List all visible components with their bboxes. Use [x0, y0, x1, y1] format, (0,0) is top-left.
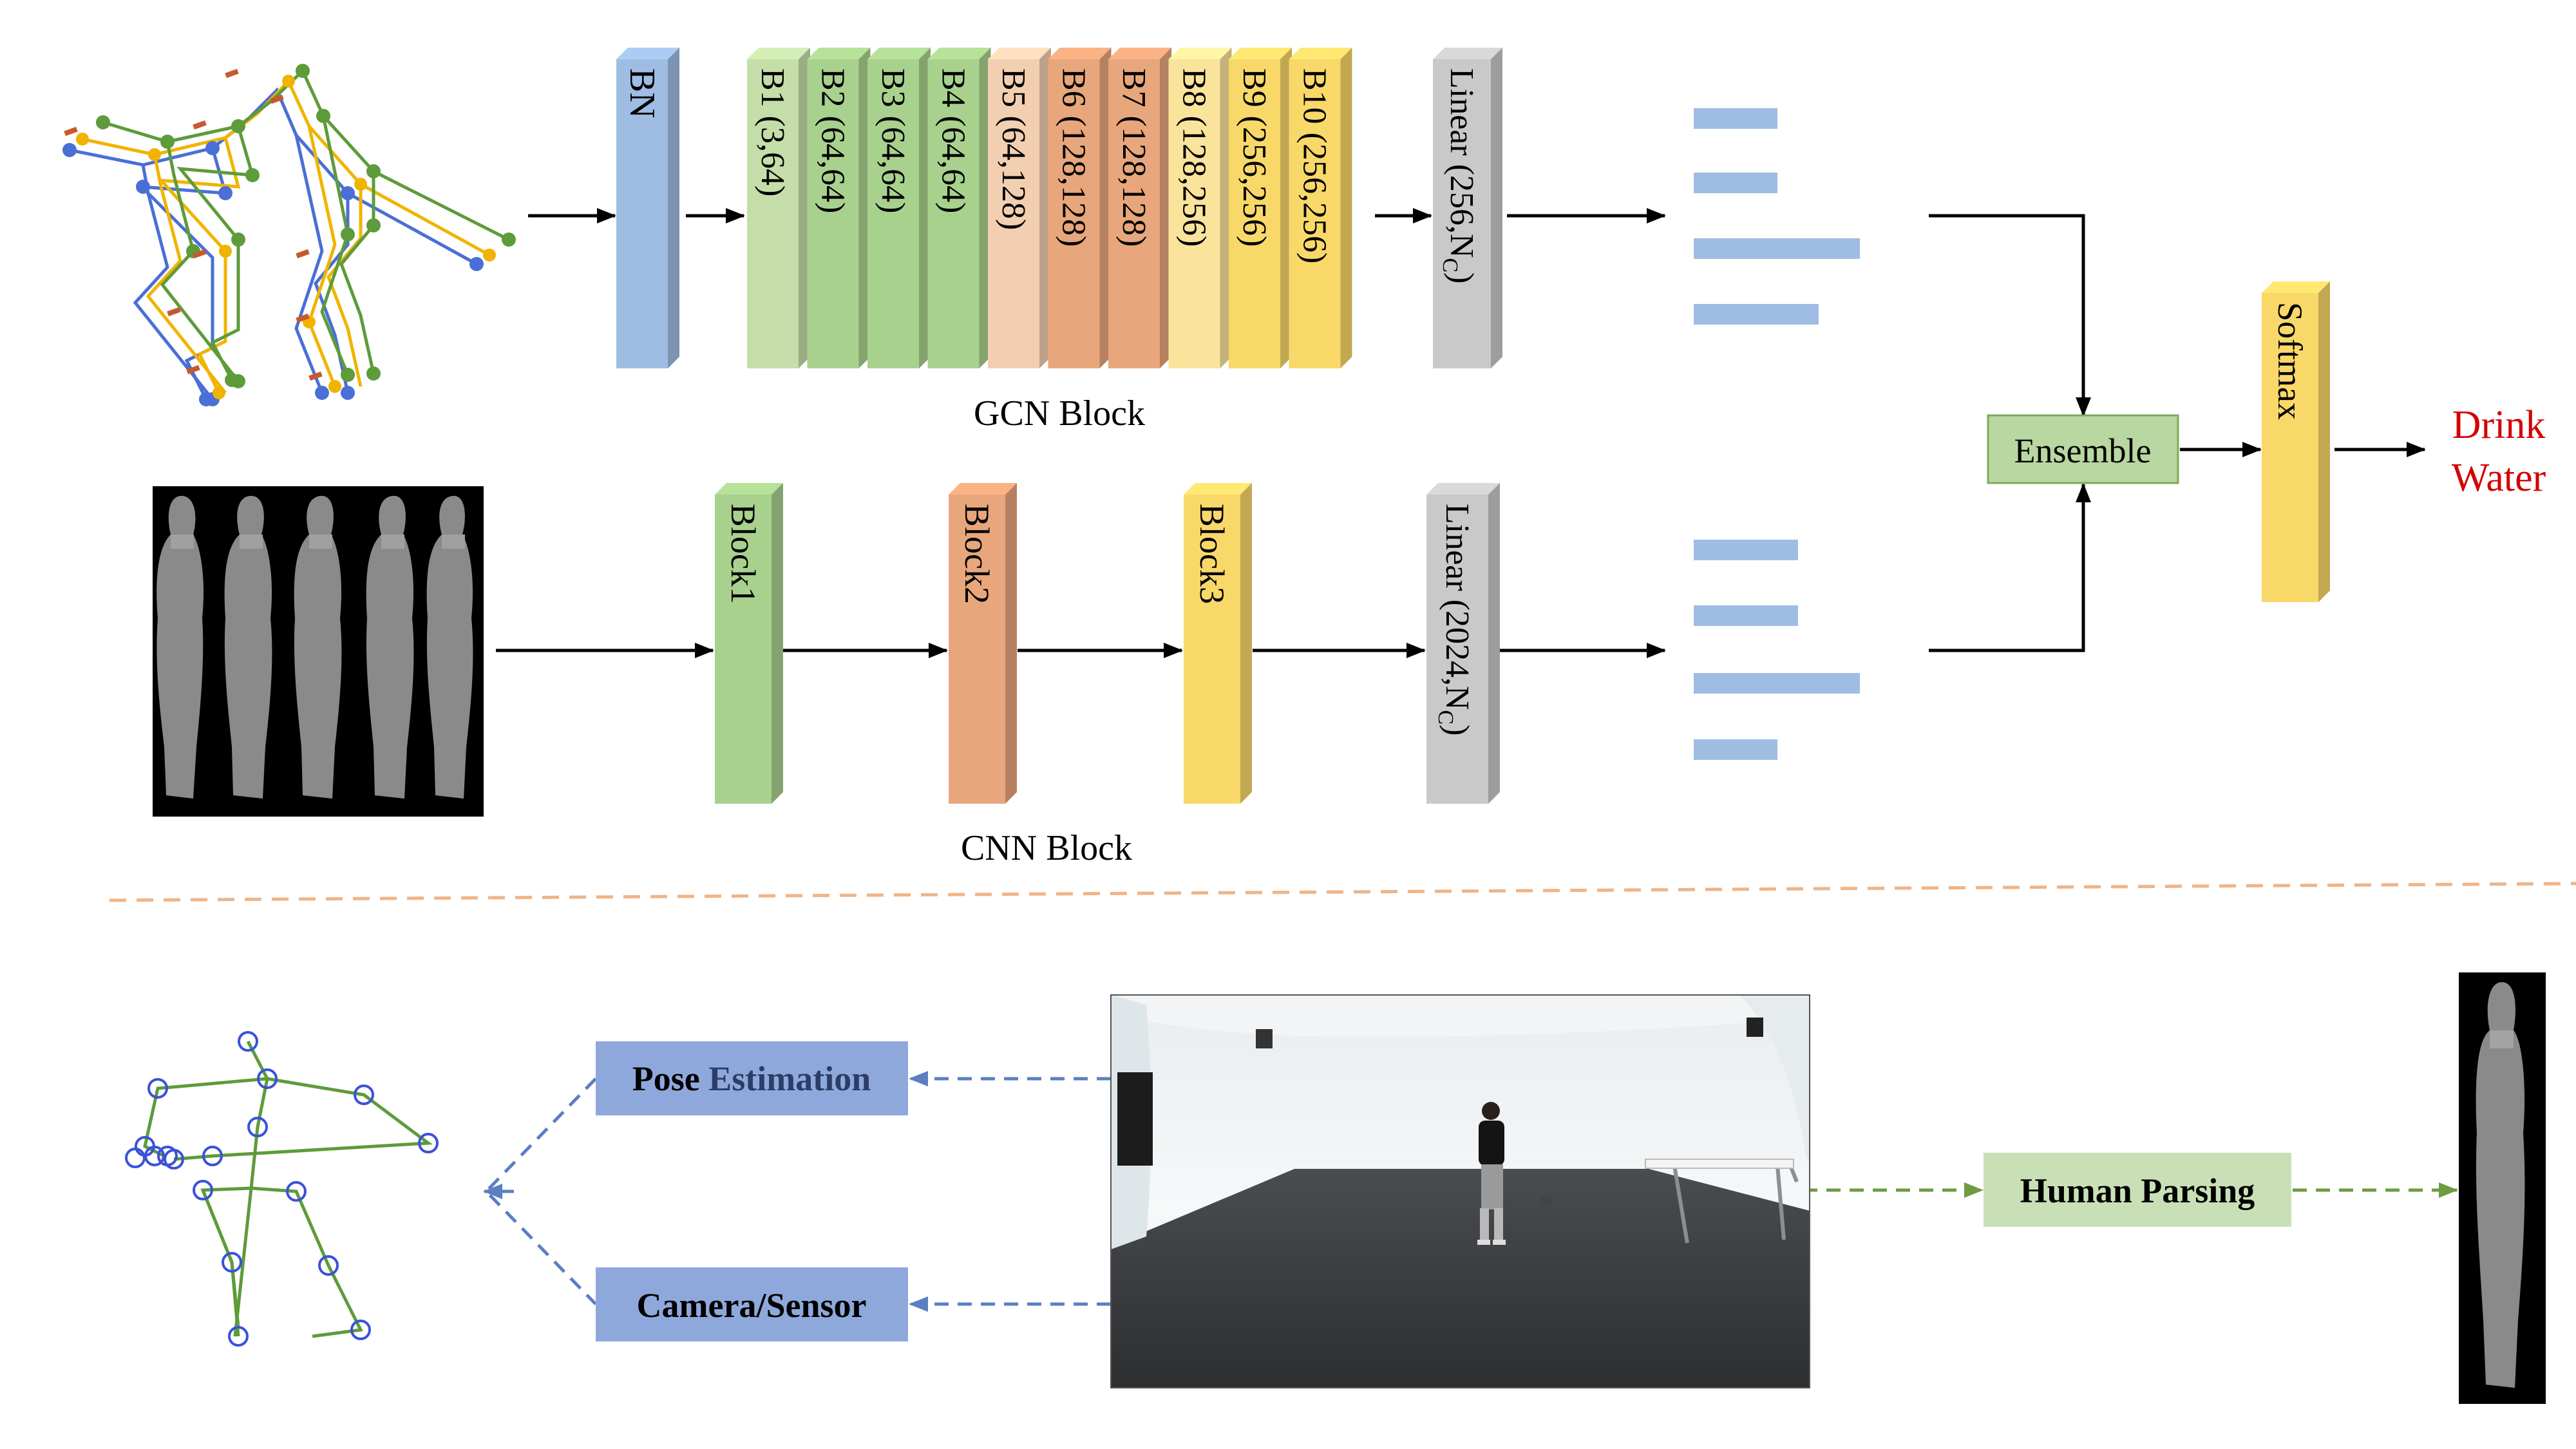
ensemble-box: Ensemble — [1987, 414, 2179, 484]
cnn-block-2: Block2 — [949, 483, 1017, 804]
cnn-block-3: Block3 — [1184, 483, 1252, 804]
cnn-block-1-label: Block1 — [724, 504, 762, 604]
softmax: Softmax — [2262, 281, 2330, 602]
gcn-block-8-label: B8 (128,256) — [1176, 68, 1213, 247]
softmax-label: Softmax — [2271, 302, 2309, 420]
gcn-block-6: B6 (128,128) — [1048, 48, 1112, 368]
pose-estimation-label-bold: Pose — [632, 1059, 708, 1098]
output-label-line2: Water — [2452, 456, 2546, 500]
camera-sensor-label: Camera/Sensor — [637, 1286, 867, 1325]
cnn-feature-vector — [1694, 540, 1860, 760]
gcn-linear-block: Linear (256,NC) — [1433, 48, 1502, 368]
person-figure — [1477, 1102, 1506, 1245]
gcn-block-6-label: B6 (128,128) — [1056, 68, 1092, 247]
pose-estimation-label-rest: Estimation — [708, 1059, 871, 1098]
cnn-block-3-label: Block3 — [1193, 504, 1231, 604]
gcn-block-8: B8 (128,256) — [1168, 48, 1232, 368]
pose-skeleton-illustration — [125, 1031, 439, 1347]
gcn-block-7-label: B7 (128,128) — [1116, 68, 1153, 247]
room-camera-photo — [1110, 994, 1810, 1388]
cnn-block-2-label: Block2 — [958, 504, 996, 604]
human-parsing-output-image — [2459, 972, 2546, 1404]
output-label-line1: Drink — [2452, 403, 2546, 447]
gcn-block-3: B3 (64,64) — [867, 48, 931, 368]
skeleton-sequence-illustration — [62, 64, 516, 406]
gcn-block-1-label: B1 (3,64) — [755, 68, 791, 196]
cnn-caption: CNN Block — [961, 828, 1132, 868]
softmax-block: Softmax — [2262, 281, 2330, 602]
cnn-linear-block-label: Linear (2024,NC) — [1434, 504, 1476, 735]
depth-silhouette-image — [153, 486, 484, 817]
gcn-block-9-label: B9 (256,256) — [1236, 68, 1273, 247]
human-parsing-box: Human Parsing — [1984, 1153, 2291, 1227]
cnn-block-group: Block1 Block2 Block3 Linear (2024,NC) — [715, 483, 1500, 804]
cnn-linear-block: Linear (2024,NC) — [1426, 483, 1500, 804]
gcn-block-4-label: B4 (64,64) — [935, 68, 972, 213]
svg-text:Pose Estimation: Pose Estimation — [632, 1059, 871, 1098]
gcn-block-3-label: B3 (64,64) — [875, 68, 912, 213]
cnn-block-1: Block1 — [715, 483, 783, 804]
ensemble-label: Ensemble — [2014, 431, 2152, 470]
bn-block-label: BN — [622, 68, 662, 118]
gcn-block-2-label: B2 (64,64) — [815, 68, 851, 213]
human-parsing-label: Human Parsing — [2020, 1171, 2255, 1210]
pose-estimation-box: Pose Estimation — [596, 1041, 908, 1115]
gcn-caption: GCN Block — [974, 393, 1145, 433]
gcn-block-2: B2 (64,64) — [807, 48, 871, 368]
camera-sensor-box: Camera/Sensor — [596, 1267, 908, 1341]
gcn-block-5-label: B5 (64,128) — [996, 68, 1032, 230]
gcn-block-4: B4 (64,64) — [927, 48, 991, 368]
gcn-block-group: BN B1 (3,64) B2 (64,64) B3 (64,64) B4 (64,64… — [616, 48, 1502, 368]
gcn-block-7: B7 (128,128) — [1108, 48, 1171, 368]
gcn-block-1: B1 (3,64) — [747, 48, 810, 368]
dashed-flow-arrows — [483, 1071, 1111, 1312]
bn-block: BN — [616, 48, 679, 368]
gcn-block-5: B5 (64,128) — [988, 48, 1051, 368]
gcn-block-10: B10 (256,256) — [1289, 48, 1352, 368]
section-divider — [109, 882, 2576, 902]
gcn-block-10-label: B10 (256,256) — [1296, 68, 1333, 263]
gcn-linear-block-label: Linear (256,NC) — [1438, 68, 1481, 283]
gcn-block-9: B9 (256,256) — [1229, 48, 1292, 368]
flow-arrows — [496, 208, 2426, 658]
gcn-feature-vector — [1694, 108, 1860, 325]
